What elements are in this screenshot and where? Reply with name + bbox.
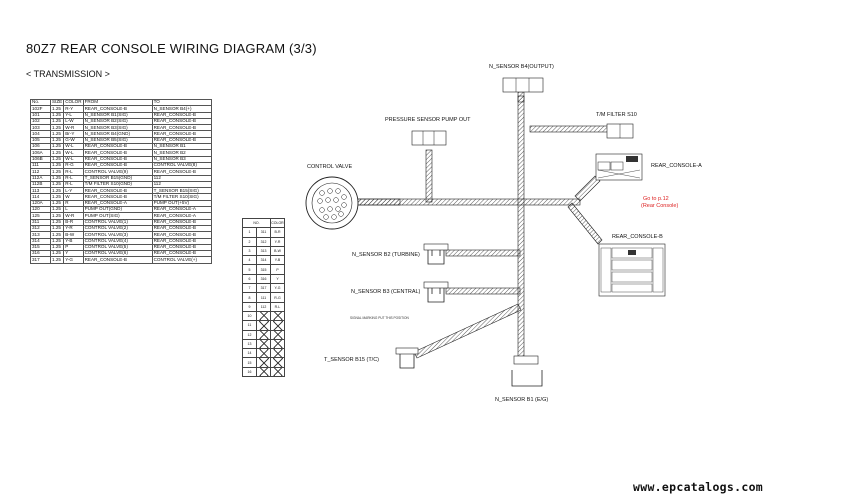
pressure-sensor-label: PRESSURE SENSOR PUMP OUT [385, 117, 471, 123]
harness-console-a-branch [574, 175, 601, 202]
pressure-sensor-connector [411, 130, 447, 146]
rear-console-b-connector [598, 243, 666, 297]
harness-pressure-branch [425, 149, 433, 203]
harness-tm-branch [529, 125, 611, 133]
harness-b4-branch [517, 91, 525, 103]
tm-filter-connector [606, 123, 634, 139]
wire-table-header-cell: COLOR [63, 98, 84, 107]
control-valve-connector [305, 176, 359, 230]
table-cell: REAR_CONSOLE-B [151, 117, 212, 126]
n-sensor-b2-connector [423, 243, 449, 265]
harness-b3-branch [445, 287, 521, 295]
rear-console-b-label: REAR_CONSOLE-B [612, 234, 663, 240]
table-cell: N_SENSOR B4(+) [151, 105, 212, 113]
rear-console-a-connector [595, 153, 643, 181]
goto-page-link[interactable]: Go to p.12 [643, 196, 669, 202]
n-sensor-b4-label: N_SENSOR B4(OUTPUT) [489, 64, 554, 70]
table-cell: L-W [63, 117, 84, 126]
n-sensor-b2-label: N_SENSOR B2 (TURBINE) [352, 252, 420, 258]
n-sensor-b4-connector [502, 77, 544, 93]
n-sensor-b3-label: N_SENSOR B3 (CENTRAL) [351, 289, 421, 295]
tm-filter-label: T/M FILTER S10 [596, 112, 637, 118]
harness-b2-branch [445, 249, 521, 257]
section-subtitle: < TRANSMISSION > [26, 69, 110, 79]
n-sensor-b1-label: N_SENSOR B1 (E/G) [495, 397, 549, 403]
table-cell: REAR_CONSOLE-B [151, 111, 212, 119]
signal-marking-note: SIGNAL MARKING PUT THIS POSITION [350, 316, 409, 320]
table-cell: R-Y [63, 105, 84, 113]
table-cell: Y-G [63, 256, 84, 264]
harness-trunk [517, 95, 525, 363]
page-title: 80Z7 REAR CONSOLE WIRING DIAGRAM (3/3) [26, 41, 317, 56]
goto-page-note: (Rear Console) [641, 203, 679, 209]
harness-console-b-branch [567, 202, 603, 245]
table-cell: Y-L [63, 111, 84, 119]
table-cell: CONTROL VALVE(+) [151, 256, 212, 264]
pin-row: 10 [242, 310, 285, 322]
footer-watermark: www.epcatalogs.com [633, 480, 764, 494]
n-sensor-b1-connector [511, 355, 543, 387]
t-sensor-b15-label: T_SENSOR B15 (T/C) [324, 357, 380, 363]
pin-cell [270, 366, 285, 378]
pin-row: 16 [242, 366, 285, 378]
t-sensor-b15-connector [395, 347, 419, 369]
n-sensor-b3-connector [423, 281, 449, 303]
wire-table-header-cell: TO [151, 98, 212, 107]
rear-console-a-label: REAR_CONSOLE-A [651, 163, 702, 169]
control-valve-label: CONTROL VALVE [307, 164, 353, 170]
harness-t-sensor-branch [413, 303, 522, 359]
